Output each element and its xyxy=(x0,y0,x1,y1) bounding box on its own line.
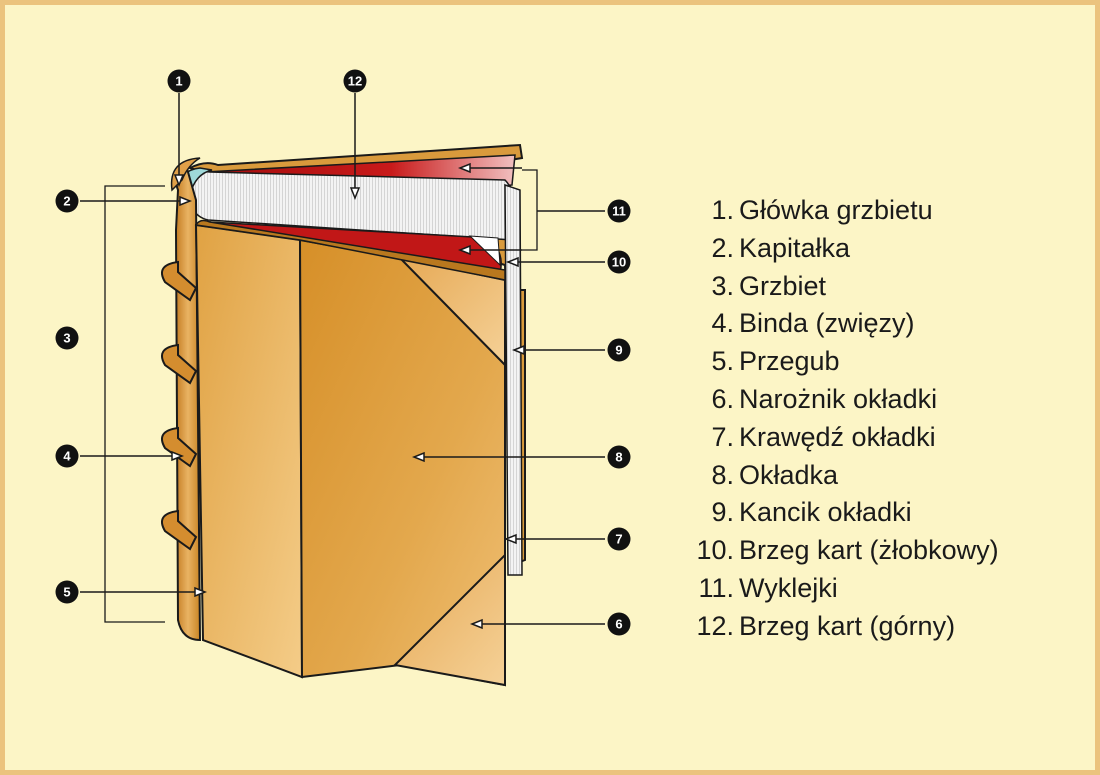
legend-label: Kapitałka xyxy=(739,232,851,263)
legend-item: 8.Okładka xyxy=(688,457,999,495)
marker-1: 1 xyxy=(167,69,191,93)
legend-number: 5. xyxy=(711,346,734,377)
marker-10: 10 xyxy=(607,250,631,274)
legend-label: Okładka xyxy=(739,459,839,490)
svg-text:5: 5 xyxy=(63,585,70,600)
page-fore-edge xyxy=(504,183,523,576)
svg-text:11: 11 xyxy=(612,204,626,219)
legend-list: 1.Główka grzbietu 2.Kapitałka 3.Grzbiet … xyxy=(688,192,999,646)
legend-label: Krawędź okładki xyxy=(739,421,936,452)
marker-9: 9 xyxy=(607,338,631,362)
marker-11: 11 xyxy=(607,199,631,223)
marker-2: 2 xyxy=(55,189,79,213)
legend-label: Brzeg kart (żłobkowy) xyxy=(739,535,999,566)
leader-lines xyxy=(80,93,605,630)
legend-item: 7.Krawędź okładki xyxy=(688,419,999,457)
legend-item: 10.Brzeg kart (żłobkowy) xyxy=(688,532,999,570)
svg-text:3: 3 xyxy=(63,331,70,346)
svg-text:1: 1 xyxy=(175,74,182,89)
legend-item: 2.Kapitałka xyxy=(688,230,999,268)
cover-spine-strip xyxy=(194,223,304,679)
legend-item: 4.Binda (zwięzy) xyxy=(688,305,999,343)
legend-number: 12. xyxy=(696,610,734,641)
svg-text:12: 12 xyxy=(348,74,362,89)
legend-number: 6. xyxy=(711,383,734,414)
legend-item: 6.Narożnik okładki xyxy=(688,381,999,419)
marker-8: 8 xyxy=(607,445,631,469)
marker-6: 6 xyxy=(607,612,631,636)
legend-number: 8. xyxy=(711,459,734,490)
legend-number: 10. xyxy=(696,535,734,566)
legend-number: 7. xyxy=(711,421,734,452)
legend-label: Narożnik okładki xyxy=(739,383,938,414)
svg-text:9: 9 xyxy=(615,343,622,358)
legend-item: 12.Brzeg kart (górny) xyxy=(688,608,999,646)
marker-4: 4 xyxy=(55,444,79,468)
marker-3: 3 xyxy=(55,326,79,350)
marker-7: 7 xyxy=(607,527,631,551)
svg-text:4: 4 xyxy=(63,449,71,464)
legend-label: Grzbiet xyxy=(739,270,827,301)
svg-text:8: 8 xyxy=(615,450,622,465)
legend-item: 3.Grzbiet xyxy=(688,268,999,306)
svg-text:10: 10 xyxy=(612,255,626,270)
legend-item: 5.Przegub xyxy=(688,343,999,381)
cover-corner-bottom xyxy=(392,552,506,687)
svg-text:6: 6 xyxy=(615,617,622,632)
svg-text:7: 7 xyxy=(615,532,622,547)
svg-text:2: 2 xyxy=(63,194,70,209)
legend-label: Binda (zwięzy) xyxy=(739,308,915,339)
legend-label: Wyklejki xyxy=(739,572,838,603)
legend-number: 3. xyxy=(711,270,734,301)
marker-5: 5 xyxy=(55,580,79,604)
legend-label: Brzeg kart (górny) xyxy=(739,610,956,641)
legend-number: 4. xyxy=(711,308,734,339)
marker-12: 12 xyxy=(343,69,367,93)
legend-label: Przegub xyxy=(739,346,840,377)
legend-label: Kancik okładki xyxy=(739,497,912,528)
endpapers-bracket xyxy=(522,169,538,251)
legend-label: Główka grzbietu xyxy=(739,195,933,225)
spine-bracket xyxy=(104,185,165,623)
legend-number: 1. xyxy=(711,195,734,225)
legend-number: 9. xyxy=(711,497,734,528)
legend-item: 11.Wyklejki xyxy=(688,570,999,608)
legend-number: 11. xyxy=(698,572,734,603)
legend-item: 1.Główka grzbietu xyxy=(688,192,999,230)
legend-item: 9.Kancik okładki xyxy=(688,494,999,532)
legend-number: 2. xyxy=(711,232,734,263)
spine-bands xyxy=(161,260,198,551)
